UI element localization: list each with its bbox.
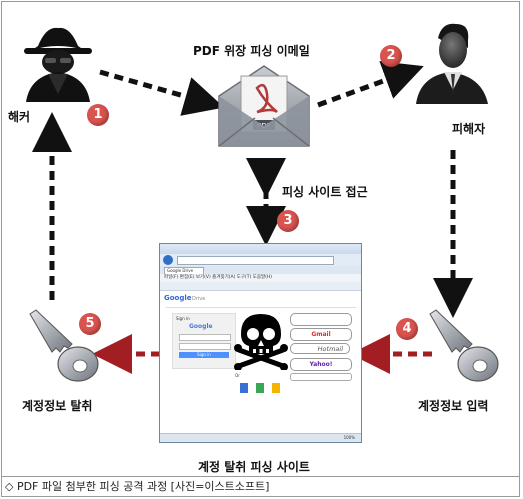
google-logo: Google bbox=[164, 294, 192, 302]
url-field bbox=[177, 256, 334, 265]
back-button bbox=[163, 255, 173, 265]
step-badge-4: 4 bbox=[396, 318, 418, 340]
hacker-label: 해커 bbox=[8, 110, 31, 124]
key-icon bbox=[429, 309, 499, 382]
signin-button: Sign in bbox=[179, 352, 229, 358]
key-icon bbox=[29, 309, 99, 382]
figure-caption: ◇ PDF 파일 첨부한 피싱 공격 과정 [사진=이스트소프트] bbox=[1, 477, 520, 497]
password-field bbox=[179, 343, 231, 350]
envelope-pdf-icon: PDF bbox=[218, 65, 310, 147]
yahoo-logo: Yahoo! bbox=[290, 358, 352, 371]
zoom-level: 100% bbox=[343, 435, 355, 440]
phishing-access-label: 피싱 사이트 접근 bbox=[282, 185, 368, 199]
step-badge-1: 1 bbox=[87, 104, 109, 126]
diagram-title: PDF 위장 피싱 이메일 bbox=[193, 44, 310, 58]
browser-toolbar bbox=[160, 282, 361, 291]
businessman-icon bbox=[416, 23, 488, 104]
spy-icon bbox=[24, 27, 92, 102]
browser-titlebar bbox=[160, 244, 361, 254]
or-label: Or bbox=[235, 373, 240, 378]
step-badge-5: 5 bbox=[79, 313, 101, 335]
step-badge-3: 3 bbox=[277, 210, 299, 232]
browser-address-bar bbox=[160, 254, 361, 266]
browser-tabs: Google Drive bbox=[160, 266, 361, 274]
browser-statusbar: 100% bbox=[160, 433, 361, 442]
browser-menu: 파일(F) 편집(E) 보기(V) 즐겨찾기(A) 도구(T) 도움말(H) bbox=[160, 274, 361, 282]
hotmail-logo: Hotmail bbox=[290, 343, 350, 354]
browser-tab: Google Drive bbox=[164, 267, 204, 274]
email-field bbox=[179, 334, 231, 341]
step-badge-2: 2 bbox=[380, 45, 402, 67]
arrow-email-to-victim bbox=[317, 61, 424, 108]
gmail-logo: Gmail bbox=[290, 328, 352, 341]
phishing-site-label: 계정 탈취 피싱 사이트 bbox=[198, 460, 310, 474]
signin-box: Sign in Google Sign in bbox=[172, 313, 236, 369]
account-theft-label: 계정정보 탈취 bbox=[22, 399, 93, 413]
skull-crossbones-icon bbox=[234, 314, 288, 370]
victim-label: 피해자 bbox=[452, 122, 486, 136]
flow-arrows bbox=[32, 61, 473, 374]
google-logo: Google bbox=[189, 323, 213, 330]
account-input-label: 계정정보 입력 bbox=[418, 399, 489, 413]
signin-label: Sign in bbox=[176, 316, 190, 321]
drive-label: Drive bbox=[192, 296, 206, 302]
arrow-hacker-to-email bbox=[99, 69, 225, 116]
